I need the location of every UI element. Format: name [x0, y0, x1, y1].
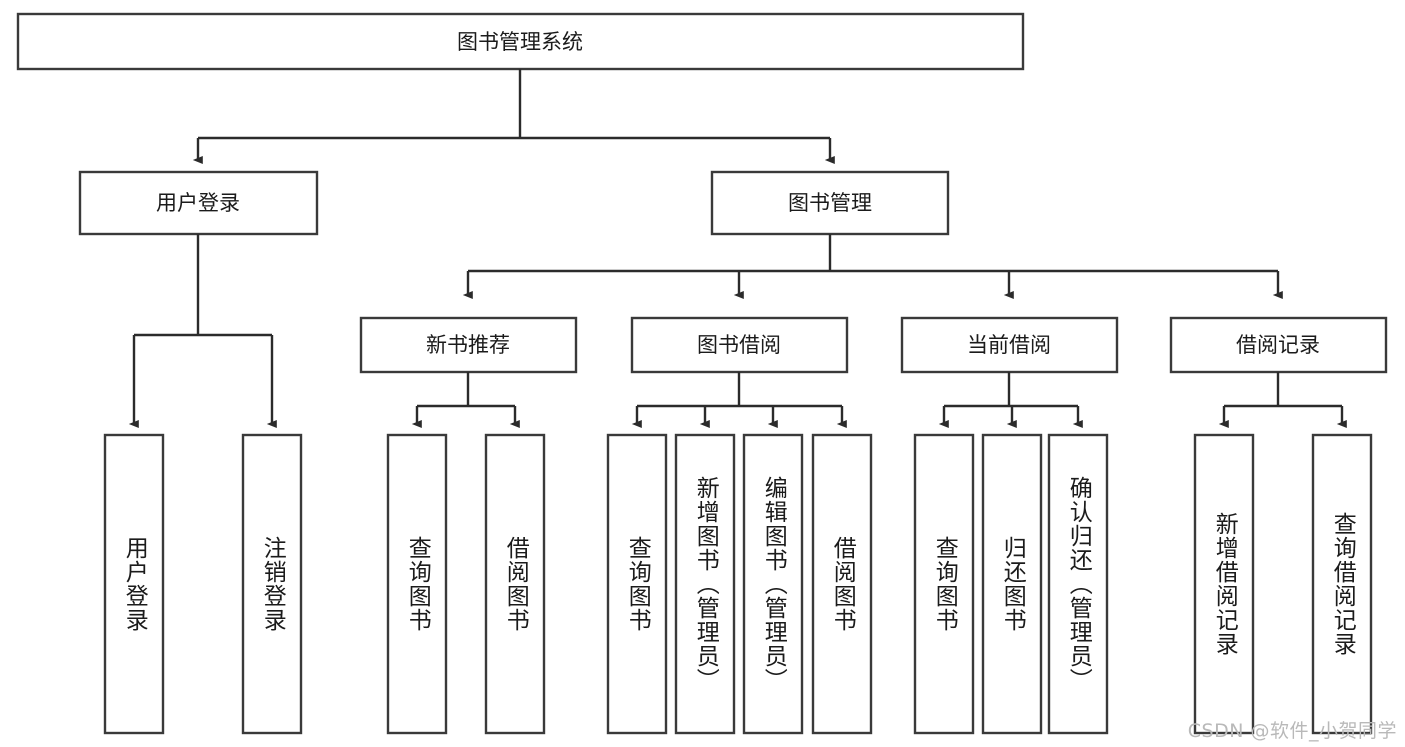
node-book-borrow-label: 图书借阅 — [697, 333, 781, 357]
node-root[interactable]: 图书管理系统 — [16, 12, 1025, 71]
node-borrow-record-box — [1169, 316, 1388, 374]
node-new-book-recommend[interactable]: 新书推荐 — [359, 316, 578, 374]
leaf-user-login-box[interactable] — [103, 433, 165, 735]
leaf-return-book-box[interactable] — [981, 433, 1043, 735]
csdn-watermark: CSDN @软件_小贺同学 — [1187, 720, 1397, 742]
leaf-add-book-box[interactable] — [674, 433, 736, 735]
node-borrow-record-label: 借阅记录 — [1236, 333, 1320, 357]
node-book-manage-box — [710, 170, 950, 236]
node-new-book-recommend-label: 新书推荐 — [426, 333, 510, 357]
leaf-query-book-3-box[interactable] — [913, 433, 975, 735]
leaf-edit-book-box[interactable] — [742, 433, 804, 735]
leaf-logout-box[interactable] — [241, 433, 303, 735]
node-book-manage-label: 图书管理 — [788, 191, 872, 215]
node-book-manage[interactable]: 图书管理 — [710, 170, 950, 236]
node-new-book-recommend-box — [359, 316, 578, 374]
leaf-borrow-book-1-box[interactable] — [484, 433, 546, 735]
node-root-label: 图书管理系统 — [457, 30, 583, 54]
node-user-login-label: 用户登录 — [156, 191, 240, 215]
node-borrow-record[interactable]: 借阅记录 — [1169, 316, 1388, 374]
leaf-query-book-2-box[interactable] — [606, 433, 668, 735]
node-current-borrow-box — [900, 316, 1119, 374]
node-current-borrow[interactable]: 当前借阅 — [900, 316, 1119, 374]
leaf-add-record-box[interactable] — [1193, 433, 1255, 735]
leaf-query-book-1-box[interactable] — [386, 433, 448, 735]
node-root-box — [16, 12, 1025, 71]
leaf-borrow-book-2-box[interactable] — [811, 433, 873, 735]
node-current-borrow-label: 当前借阅 — [967, 333, 1051, 357]
node-book-borrow-box — [630, 316, 849, 374]
leaf-query-record-box[interactable] — [1311, 433, 1373, 735]
node-user-login[interactable]: 用户登录 — [78, 170, 319, 236]
leaf-confirm-return-box[interactable] — [1047, 433, 1109, 735]
node-book-borrow[interactable]: 图书借阅 — [630, 316, 849, 374]
